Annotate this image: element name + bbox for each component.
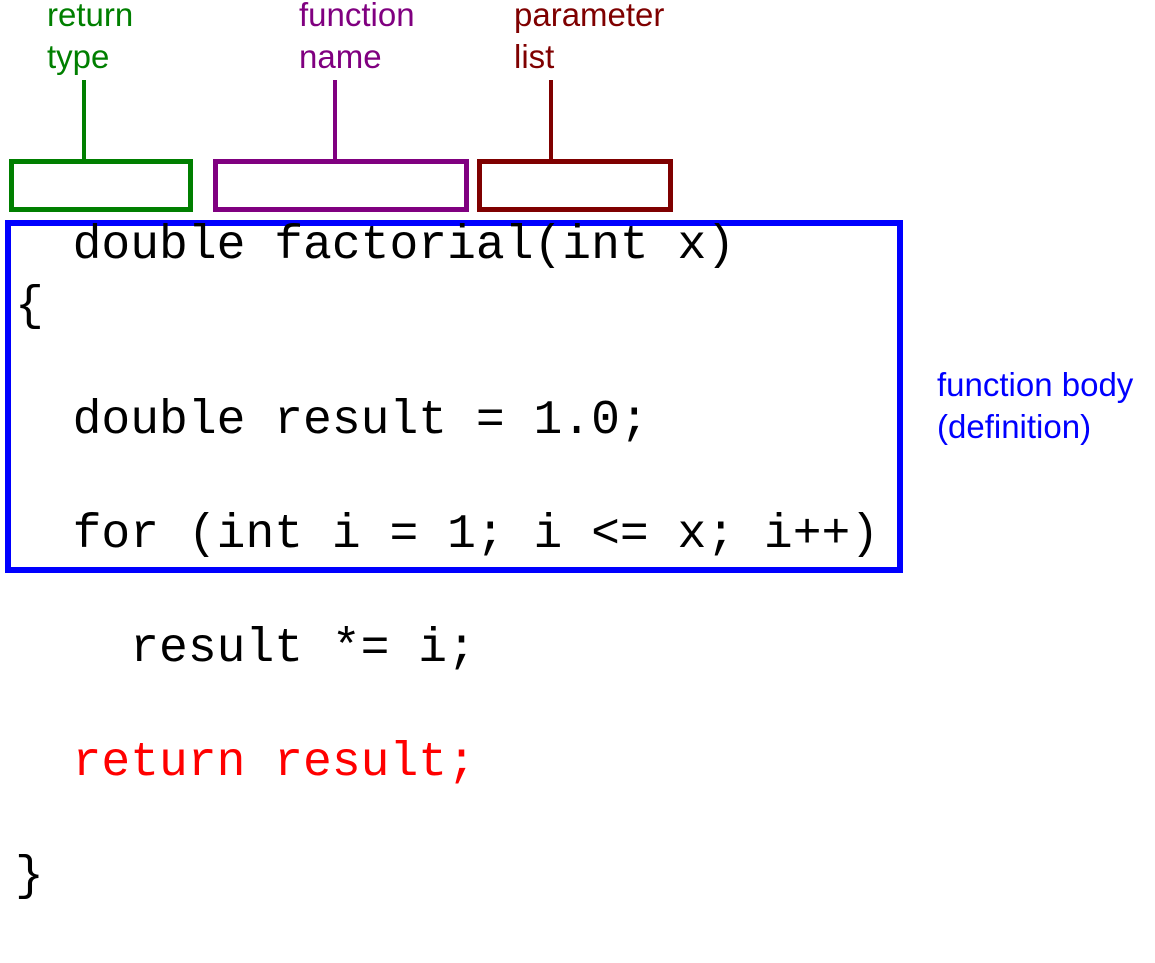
function-name-box [213,159,469,212]
function-signature: double factorial(int x) [15,161,736,275]
return-type-text: double [72,219,246,273]
return-type-box [9,159,193,212]
parameter-list-box [477,159,673,212]
return-type-label-line2: type [47,38,110,75]
function-name-text: factorial [274,219,534,273]
parameter-list-connector [549,80,553,162]
function-body-code: { double result = 1.0; for (int i = 1; i… [15,222,879,963]
function-name-label: function name [299,0,415,78]
code-line: for (int i = 1; i <= x; i++) [15,508,880,562]
code-line: } [15,850,44,904]
function-body-label-line2: (definition) [937,408,1092,445]
code-line: { [15,280,44,334]
return-type-label-line1: return [47,0,134,33]
code-line: result *= i; [15,622,476,676]
return-type-connector [82,80,86,162]
parameter-list-label-line1: parameter [514,0,665,33]
parameter-list-label: parameter list [514,0,664,78]
function-body-label: function body (definition) [937,364,1133,448]
function-name-label-line1: function [299,0,415,33]
function-name-label-line2: name [299,38,382,75]
function-body-label-line1: function body [937,366,1134,403]
code-line: double result = 1.0; [15,394,649,448]
function-name-connector [333,80,337,162]
parameter-list-label-line2: list [514,38,555,75]
return-type-label: return type [47,0,133,78]
parameter-list-text: (int x) [533,219,736,273]
function-body-box [5,220,903,573]
code-line-return: return result; [15,736,476,790]
